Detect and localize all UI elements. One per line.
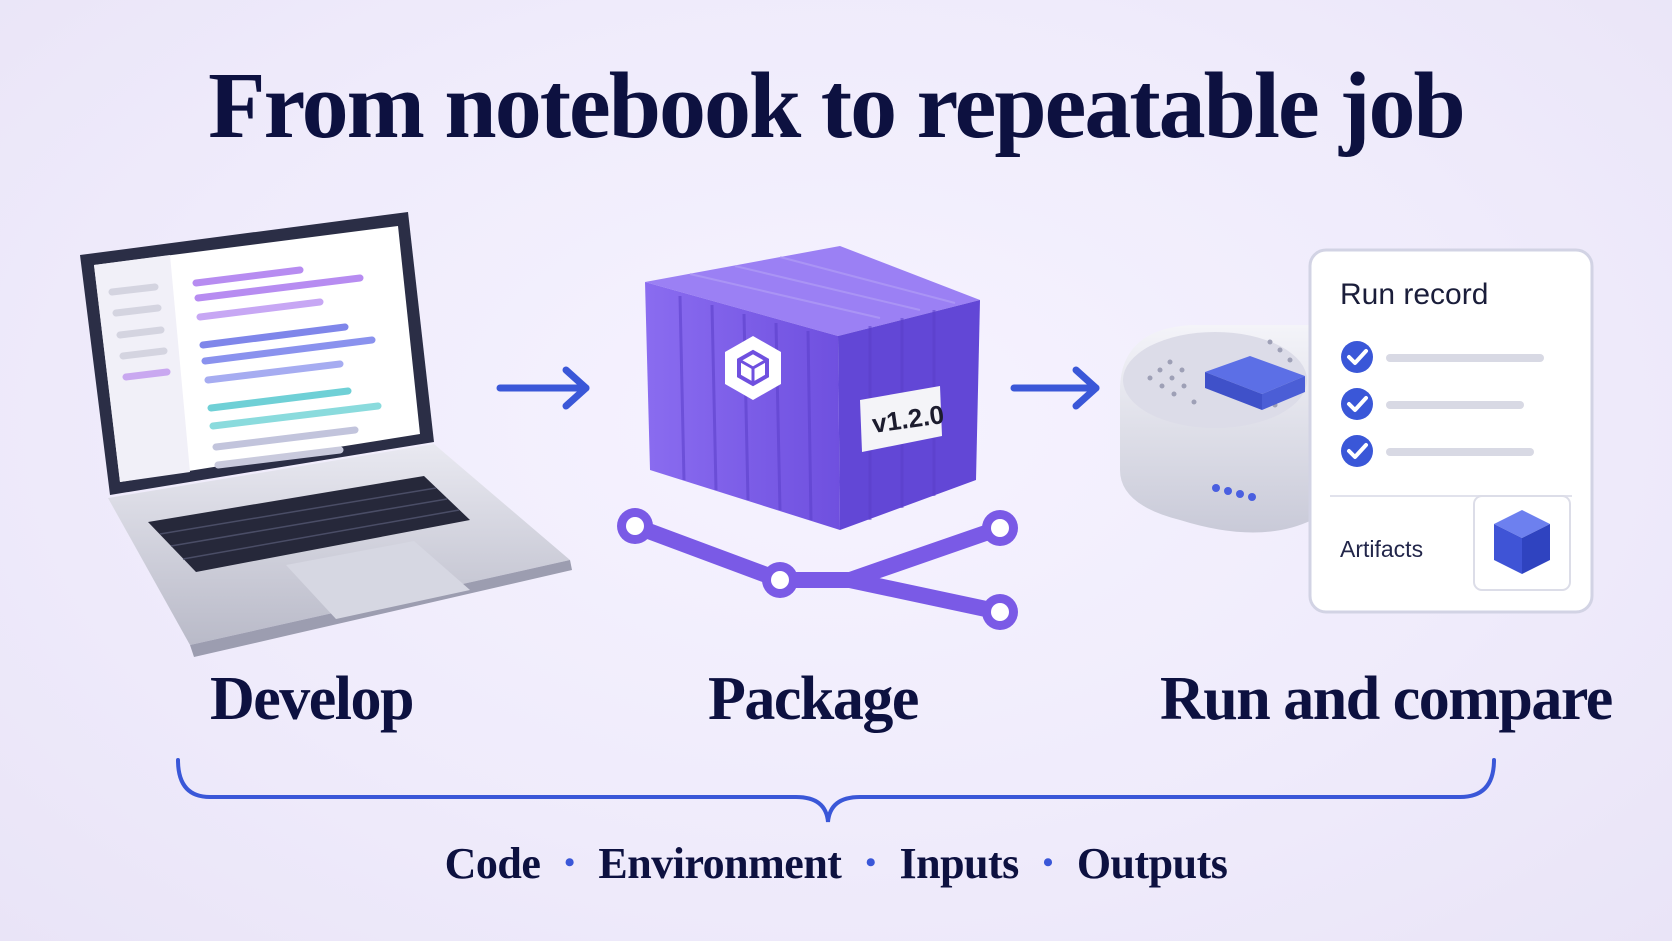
check-icon	[1341, 435, 1373, 467]
stage-label-develop: Develop	[210, 665, 415, 733]
separator-dot: •	[1042, 846, 1054, 879]
separator-dot: •	[564, 846, 575, 879]
check-icon	[1341, 388, 1373, 420]
arrow-right-icon	[1010, 366, 1100, 410]
grouping-bracket	[176, 758, 1496, 823]
stage-label-run-and-compare: Run and compare	[1160, 665, 1613, 733]
diagram-title: From notebook to repeatable job	[208, 54, 1466, 158]
arrow-right-icon	[496, 366, 590, 410]
artifacts-label: Artifacts	[1340, 536, 1424, 562]
footer-item-environment: Environment	[598, 839, 842, 888]
footer-item-code: Code	[444, 839, 541, 888]
branch-graph-icon	[617, 508, 1018, 630]
server-icon	[1120, 325, 1312, 533]
separator-dot: •	[865, 846, 876, 879]
laptop-icon	[80, 212, 572, 657]
footer-item-outputs: Outputs	[1076, 839, 1228, 888]
run-record-card	[1308, 248, 1594, 614]
footer-items: Code • Environment • Inputs • Outputs	[0, 838, 1672, 889]
check-icon	[1341, 341, 1373, 373]
cube-icon	[1494, 510, 1550, 574]
container-icon	[645, 246, 980, 530]
run-record-title: Run record	[1340, 278, 1489, 311]
footer-item-inputs: Inputs	[899, 839, 1019, 888]
stage-label-package: Package	[708, 665, 919, 733]
